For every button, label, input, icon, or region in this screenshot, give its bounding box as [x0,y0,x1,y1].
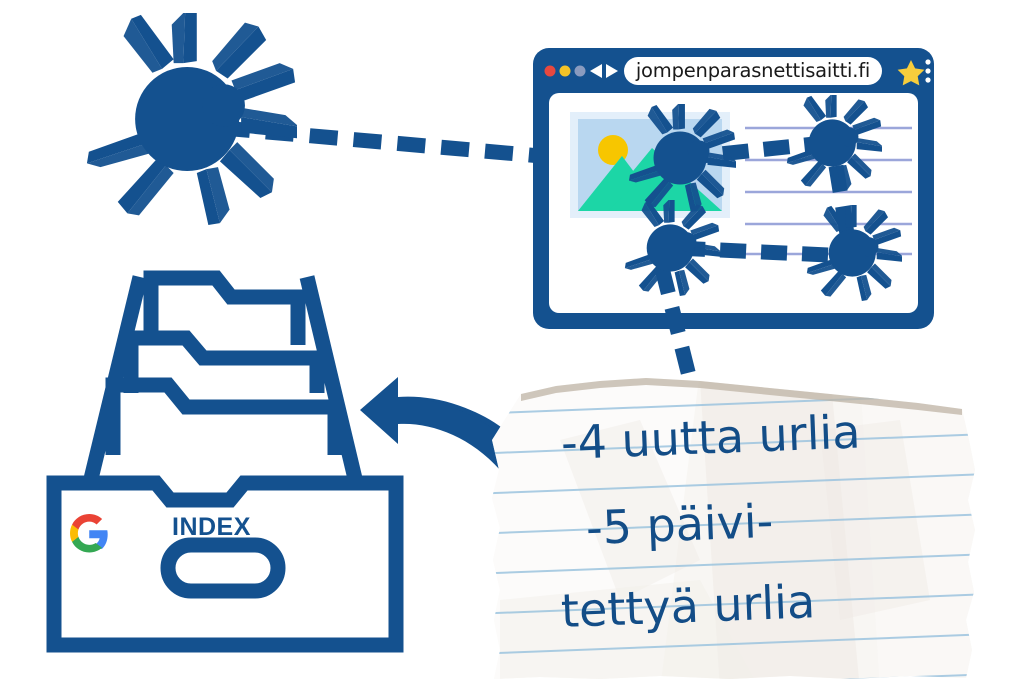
url-text[interactable]: jompenparasnettisaitti.fi [635,59,871,82]
note-paper [492,378,975,679]
note-line-1: -4 uutta urlia [560,404,862,470]
note-line-3: tettyä urlia [560,574,817,638]
browser-menu-icon[interactable] [925,59,931,83]
drawer-handle-icon[interactable] [160,537,286,599]
maximize-dot-icon[interactable] [574,65,586,77]
note-line-2: -5 päivi- [585,493,775,555]
bookmark-star-icon[interactable] [897,60,925,86]
browser-window[interactable] [533,48,934,422]
cabinet-drawer-outline [46,475,404,653]
close-dot-icon[interactable] [544,65,556,77]
cabinet-drawer[interactable] [46,475,404,653]
back-arrow-icon[interactable] [590,64,602,78]
google-g-logo [70,514,108,553]
index-cabinet [81,270,365,489]
index-arrow [360,377,530,470]
note-torn-edge [521,378,962,415]
minimize-dot-icon[interactable] [559,65,571,77]
url-bar[interactable] [624,57,882,85]
forward-arrow-icon[interactable] [606,64,618,78]
drawer-index-label: INDEX [172,513,251,541]
